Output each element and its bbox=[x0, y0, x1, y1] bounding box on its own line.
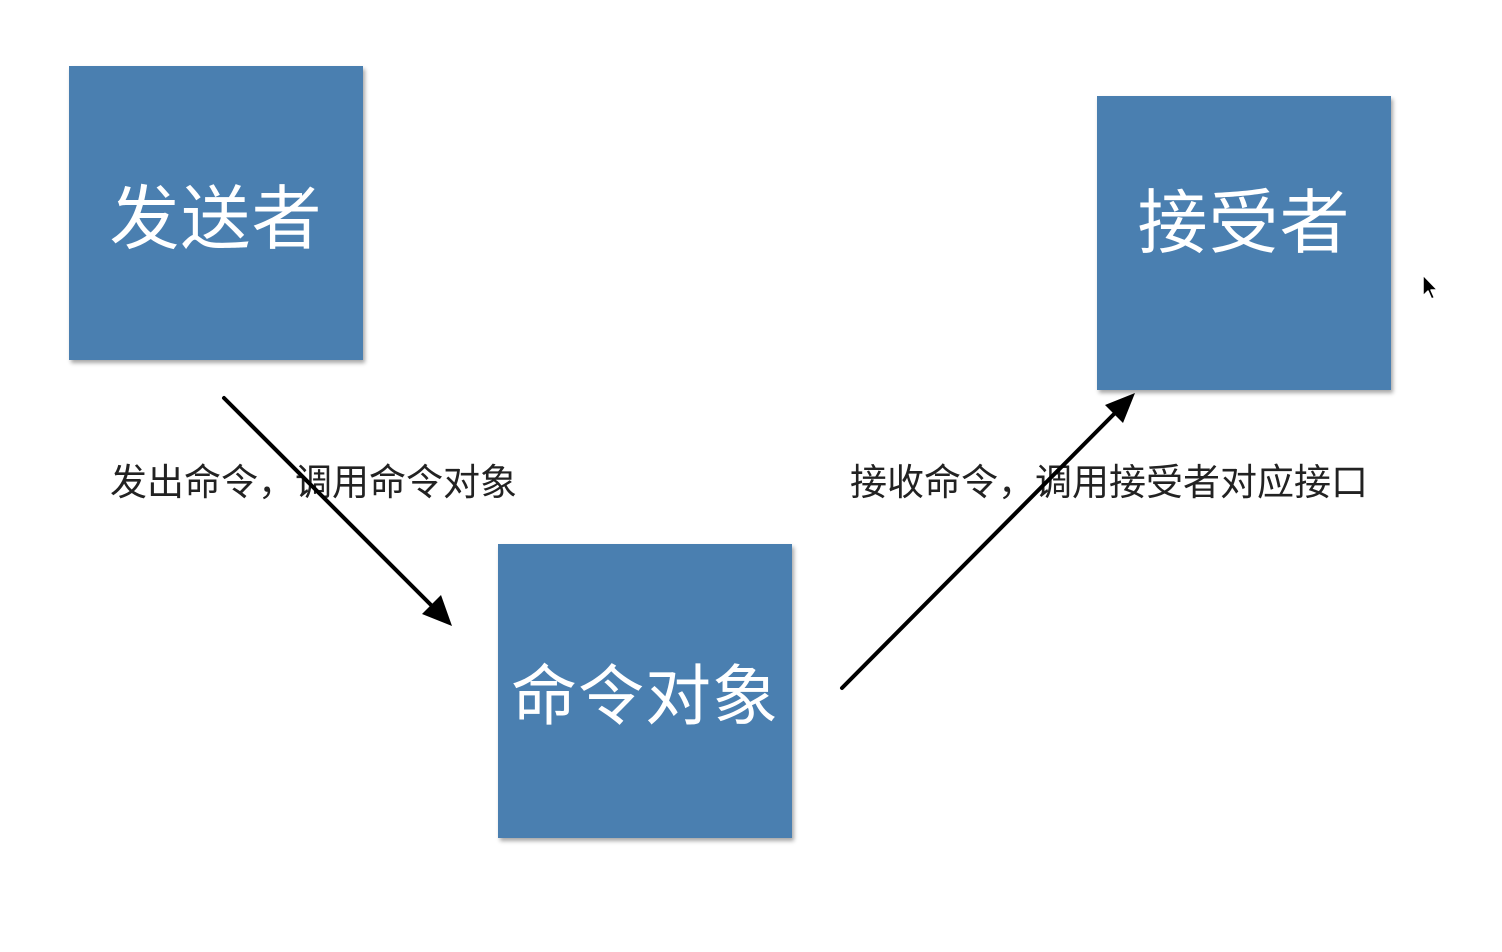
sender-to-command-label: 发出命令，调用命令对象 bbox=[110, 461, 517, 504]
receiver-node: 接受者 bbox=[1097, 96, 1391, 390]
sender-node: 发送者 bbox=[69, 66, 363, 360]
arrowhead-sender-to-command bbox=[422, 595, 452, 626]
mouse-pointer-icon bbox=[1422, 274, 1439, 300]
sender-node-label: 发送者 bbox=[109, 177, 323, 260]
command-to-receiver-label: 接收命令，调用接受者对应接口 bbox=[850, 461, 1368, 504]
command-object-node: 命令对象 bbox=[498, 544, 792, 838]
receiver-node-label: 接受者 bbox=[1137, 181, 1351, 264]
command-object-node-label: 命令对象 bbox=[511, 658, 779, 735]
arrowhead-command-to-receiver bbox=[1105, 393, 1135, 423]
